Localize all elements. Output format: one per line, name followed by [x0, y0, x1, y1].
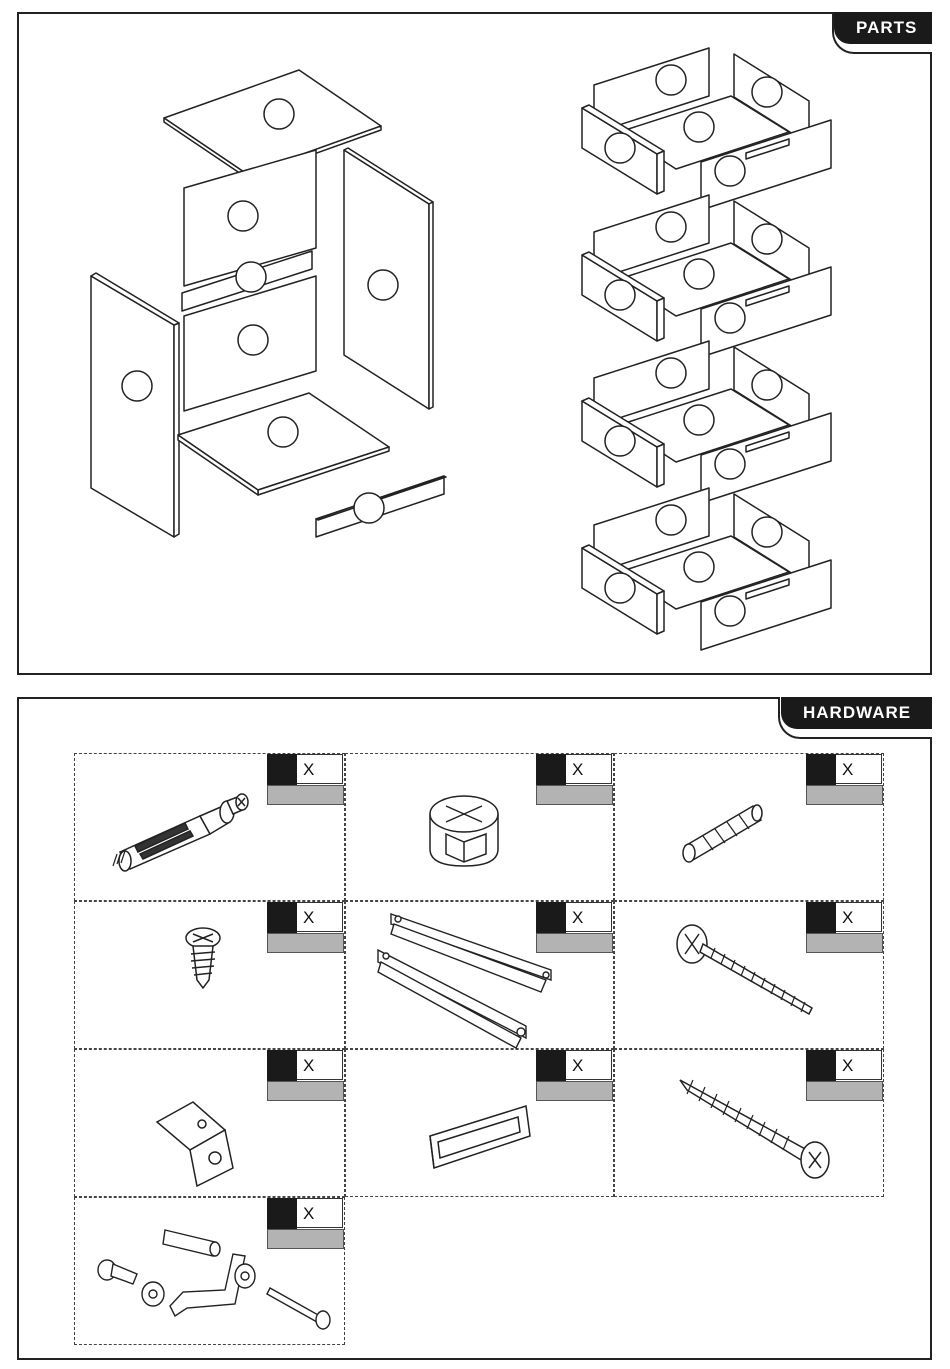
- part-label-circle: [228, 201, 258, 231]
- hardware-item-drawer-slides: X: [345, 901, 614, 1049]
- cam-bolt-icon: [75, 754, 346, 902]
- part-label-circle: [656, 358, 686, 388]
- cabinet-parts: [91, 70, 446, 537]
- part-label-circle: [656, 505, 686, 535]
- hardware-panel: HARDWARE X X: [17, 697, 932, 1360]
- hardware-grid: X X X: [74, 753, 884, 1345]
- hardware-item-corner-bracket: X: [74, 1049, 345, 1197]
- part-label-circle: [268, 417, 298, 447]
- part-left-side-edge: [174, 323, 179, 537]
- part-label-circle: [752, 370, 782, 400]
- drawer-3: [582, 341, 831, 503]
- part-label-circle: [605, 426, 635, 456]
- corner-bracket-icon: [75, 1050, 346, 1198]
- part-label-circle: [605, 133, 635, 163]
- part-label-circle: [238, 325, 268, 355]
- part-label-circle: [752, 224, 782, 254]
- hardware-item-handle-bolt: X: [614, 901, 884, 1049]
- short-screw-icon: [75, 902, 346, 1050]
- hardware-item-cam-lock: X: [345, 753, 614, 901]
- part-label-circle: [656, 65, 686, 95]
- part-label-circle: [715, 303, 745, 333]
- part-label-circle: [122, 371, 152, 401]
- hardware-item-cam-bolt: X: [74, 753, 345, 901]
- drawer-side-left-edge2: [657, 298, 664, 341]
- part-label-circle: [684, 259, 714, 289]
- cam-lock-icon: [346, 754, 615, 902]
- part-label-circle: [752, 77, 782, 107]
- drawer-slide-icon: [346, 902, 615, 1050]
- part-label-circle: [605, 573, 635, 603]
- part-label-circle: [354, 493, 384, 523]
- hardware-tab: HARDWARE: [781, 697, 932, 729]
- part-label-circle: [368, 270, 398, 300]
- hardware-item-anti-tip-kit: X: [74, 1197, 345, 1345]
- part-label-circle: [605, 280, 635, 310]
- hardware-item-wood-dowel: X: [614, 753, 884, 901]
- hardware-item-long-screw: X: [614, 1049, 884, 1197]
- part-label-circle: [715, 596, 745, 626]
- wood-dowel-icon: [615, 754, 885, 902]
- parts-exploded-diagram: [19, 14, 930, 673]
- part-label-circle: [715, 449, 745, 479]
- drawer-parts: [582, 48, 831, 650]
- drawer-4: [582, 488, 831, 650]
- anti-tip-kit-icon: [75, 1198, 346, 1346]
- part-right-side-edge2: [429, 202, 433, 409]
- drawer-1: [582, 48, 831, 210]
- drawer-side-left-edge2: [657, 591, 664, 634]
- part-label-circle: [752, 517, 782, 547]
- part-label-circle: [236, 262, 266, 292]
- drawer-side-left-edge2: [657, 444, 664, 487]
- drawer-handle-icon: [346, 1050, 615, 1198]
- part-label-circle: [656, 212, 686, 242]
- drawer-side-left-edge2: [657, 151, 664, 194]
- handle-bolt-icon: [615, 902, 885, 1050]
- part-label-circle: [715, 156, 745, 186]
- hardware-item-drawer-handle: X: [345, 1049, 614, 1197]
- part-label-circle: [684, 112, 714, 142]
- long-screw-icon: [615, 1050, 885, 1198]
- parts-panel: PARTS: [17, 12, 932, 675]
- part-label-circle: [264, 99, 294, 129]
- hardware-item-short-screw: X: [74, 901, 345, 1049]
- part-label-circle: [684, 405, 714, 435]
- part-label-circle: [684, 552, 714, 582]
- drawer-2: [582, 195, 831, 357]
